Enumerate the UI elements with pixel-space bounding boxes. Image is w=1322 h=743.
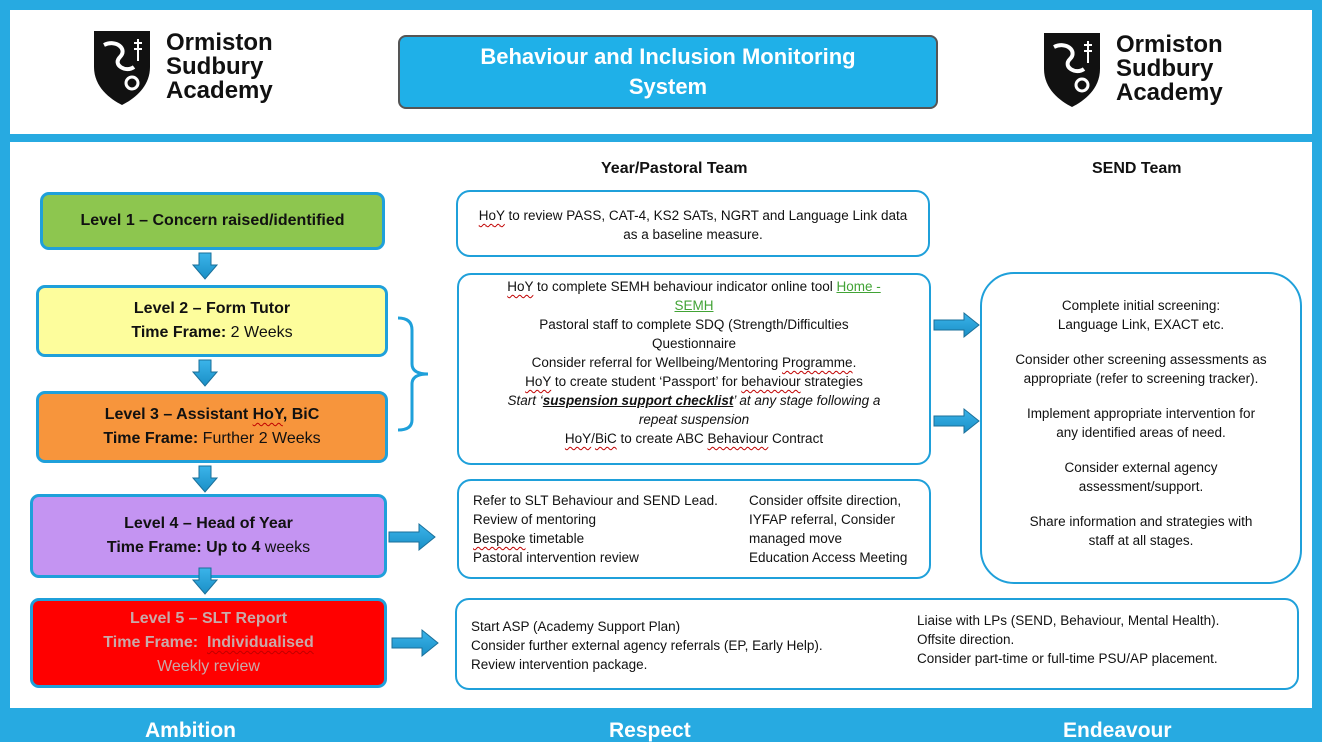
- level-5-box: Level 5 – SLT Report Time Frame: Individ…: [30, 598, 387, 688]
- shield-crest-icon: [1044, 33, 1100, 107]
- footer-value-ambition: Ambition: [145, 719, 236, 742]
- shield-crest-icon: [94, 31, 150, 105]
- semh-home-link[interactable]: Home -: [836, 279, 881, 294]
- baseline-data-box: HoY to review PASS, CAT-4, KS2 SATs, NGR…: [456, 190, 930, 257]
- logo-wordmark-left: Ormiston Sudbury Academy: [166, 29, 273, 104]
- level-5-actions-box: Start ASP (Academy Support Plan) Conside…: [455, 598, 1299, 690]
- down-arrow-icon: [191, 465, 219, 493]
- footer-value-endeavour: Endeavour: [1063, 719, 1172, 742]
- send-team-heading: SEND Team: [1092, 160, 1182, 177]
- right-arrow-icon: [391, 628, 439, 658]
- academy-logo-right: Ormiston Sudbury Academy: [1040, 29, 1223, 109]
- down-arrow-icon: [191, 252, 219, 280]
- down-arrow-icon: [191, 567, 219, 595]
- semh-link[interactable]: SEMH: [674, 298, 714, 313]
- right-arrow-icon: [933, 407, 980, 435]
- down-arrow-icon: [191, 359, 219, 387]
- grouping-brace: [397, 316, 429, 432]
- level-4-box: Level 4 – Head of Year Time Frame: Up to…: [30, 494, 387, 578]
- level-3-box: Level 3 – Assistant HoY, BiC Time Frame:…: [36, 391, 388, 463]
- logo-wordmark-right: Ormiston Sudbury Academy: [1116, 31, 1223, 106]
- level-1-box: Level 1 – Concern raised/identified: [40, 192, 385, 250]
- right-arrow-icon: [388, 522, 436, 552]
- pastoral-team-heading: Year/Pastoral Team: [601, 160, 748, 177]
- send-team-box: Complete initial screening:Language Link…: [980, 272, 1302, 584]
- page-title: Behaviour and Inclusion Monitoring Syste…: [398, 35, 938, 109]
- level-4-actions-box: Refer to SLT Behaviour and SEND Lead. Re…: [457, 479, 931, 579]
- academy-logo-left: Ormiston Sudbury Academy: [90, 27, 273, 107]
- pastoral-actions-box: HoY to complete SEMH behaviour indicator…: [457, 273, 931, 465]
- level-2-box: Level 2 – Form Tutor Time Frame: 2 Weeks: [36, 285, 388, 357]
- right-arrow-icon: [933, 311, 980, 339]
- footer-value-respect: Respect: [609, 719, 691, 742]
